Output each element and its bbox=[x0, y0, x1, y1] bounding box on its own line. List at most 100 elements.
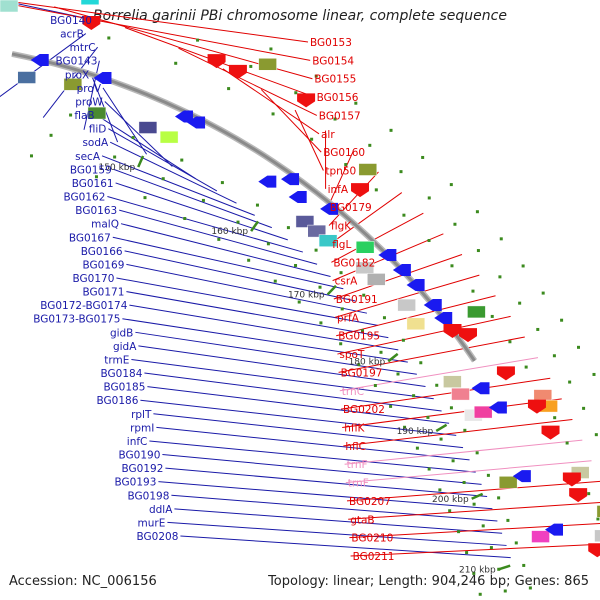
track-dot bbox=[592, 372, 596, 376]
track-dot bbox=[314, 74, 318, 78]
gene-arrow-right bbox=[541, 425, 560, 440]
gene-label-right: trnC bbox=[342, 386, 364, 398]
label-connector bbox=[126, 263, 368, 314]
label-connectors bbox=[0, 0, 600, 559]
gene-arrow-right bbox=[588, 543, 600, 558]
label-connector bbox=[115, 182, 288, 241]
track-dot bbox=[49, 133, 53, 137]
gene-box bbox=[258, 58, 277, 71]
track-dot bbox=[333, 117, 337, 121]
gene-label-right: trnF bbox=[348, 478, 369, 490]
gene-box bbox=[87, 106, 107, 120]
gene-box bbox=[17, 71, 36, 84]
track-dot bbox=[183, 217, 187, 221]
label-connector bbox=[171, 494, 498, 522]
label-connector bbox=[116, 277, 378, 326]
track-dot bbox=[339, 271, 343, 275]
gene-arrow-left bbox=[512, 470, 531, 483]
gene-arrow-right bbox=[527, 399, 546, 414]
gene-label-left: flaB bbox=[74, 110, 94, 122]
gene-label-left: BG0170 bbox=[73, 273, 115, 285]
gene-label-right: BG0155 bbox=[314, 74, 356, 86]
gene-label-left: BG0193 bbox=[115, 477, 157, 489]
gene-label-left: malQ bbox=[91, 219, 119, 231]
track-dot bbox=[310, 137, 314, 141]
track-dot bbox=[69, 113, 73, 117]
gene-label-left: BG0143 bbox=[56, 56, 98, 68]
track-dot bbox=[497, 496, 501, 500]
tick-label: 190 kbp bbox=[397, 427, 434, 437]
track-dot bbox=[451, 459, 455, 463]
label-connector bbox=[0, 0, 309, 43]
track-dot bbox=[541, 291, 545, 295]
gene-label-left: BG0198 bbox=[128, 490, 170, 502]
label-connector bbox=[340, 377, 551, 410]
gene-label-right: BG0182 bbox=[333, 257, 375, 269]
gene-label-left: BG0167 bbox=[69, 232, 111, 244]
track-dot bbox=[498, 275, 502, 279]
gene-label-right: BG0197 bbox=[341, 367, 383, 379]
track-dot bbox=[217, 237, 221, 241]
gene-label-right: prfA bbox=[337, 312, 360, 324]
gene-box bbox=[63, 78, 83, 91]
label-connector bbox=[129, 304, 399, 351]
gene-box bbox=[307, 224, 326, 238]
gene-label-left: BG0173-BG0175 bbox=[33, 314, 120, 326]
gene-label-left: BG0161 bbox=[72, 178, 114, 190]
track-dot bbox=[435, 383, 439, 387]
map-title: Borrelia garinii PBi chromosome linear, … bbox=[93, 8, 507, 24]
track-dot bbox=[396, 372, 400, 376]
gene-label-left: proX bbox=[65, 69, 89, 81]
track-dot bbox=[360, 329, 364, 333]
gene-box bbox=[159, 130, 179, 144]
label-connector bbox=[156, 426, 470, 461]
tick-mark bbox=[137, 155, 145, 168]
track-dot bbox=[439, 437, 443, 441]
gene-arrow-right bbox=[228, 64, 247, 79]
track-dot bbox=[419, 361, 423, 365]
label-connector bbox=[108, 128, 218, 192]
track-dot bbox=[297, 300, 301, 304]
track-dot bbox=[357, 363, 361, 367]
track-dot bbox=[318, 285, 322, 289]
gene-box bbox=[531, 530, 550, 543]
gene-label-right: alr bbox=[321, 129, 335, 141]
gene-label-right: BG0202 bbox=[343, 404, 385, 416]
track-dot bbox=[161, 177, 165, 181]
tick-label: 170 kbp bbox=[288, 290, 325, 300]
gene-label-right: spoT bbox=[339, 349, 365, 361]
track-dot bbox=[399, 170, 403, 174]
track-dot bbox=[508, 340, 512, 344]
track-dot bbox=[286, 226, 290, 230]
track-dot bbox=[553, 416, 557, 420]
label-connector bbox=[344, 439, 583, 465]
gene-label-left: secA bbox=[75, 151, 101, 163]
gene-label-left: BG0172-BG0174 bbox=[40, 300, 127, 312]
track-dot bbox=[427, 238, 431, 242]
track-dot bbox=[249, 64, 253, 68]
gene-box bbox=[473, 405, 493, 419]
gene-label-right: gtaB bbox=[350, 514, 374, 526]
tick-label: 150 kbp bbox=[99, 163, 136, 173]
gene-label-right: flgL bbox=[332, 239, 351, 251]
gene-label-right: hflC bbox=[345, 441, 366, 453]
track-dot bbox=[373, 384, 377, 388]
track-dot bbox=[522, 563, 526, 567]
gene-box bbox=[594, 529, 600, 543]
track-dot bbox=[368, 143, 372, 147]
gene-label-left: mtrC bbox=[70, 42, 96, 54]
label-connector bbox=[107, 196, 303, 253]
track-dot bbox=[450, 264, 454, 268]
gene-label-left: rplT bbox=[131, 409, 152, 421]
gene-box bbox=[498, 476, 518, 489]
track-dot bbox=[174, 61, 178, 65]
label-connector bbox=[158, 481, 493, 510]
label-connector bbox=[162, 454, 482, 485]
tick-mark bbox=[498, 564, 511, 571]
track-dot bbox=[294, 91, 298, 95]
gene-box bbox=[397, 298, 416, 312]
gene-label-left: BG0140 bbox=[50, 15, 92, 27]
track-dot bbox=[587, 492, 591, 496]
gene-label-left: BG0171 bbox=[83, 287, 125, 299]
gene-arrow-left bbox=[281, 173, 300, 186]
